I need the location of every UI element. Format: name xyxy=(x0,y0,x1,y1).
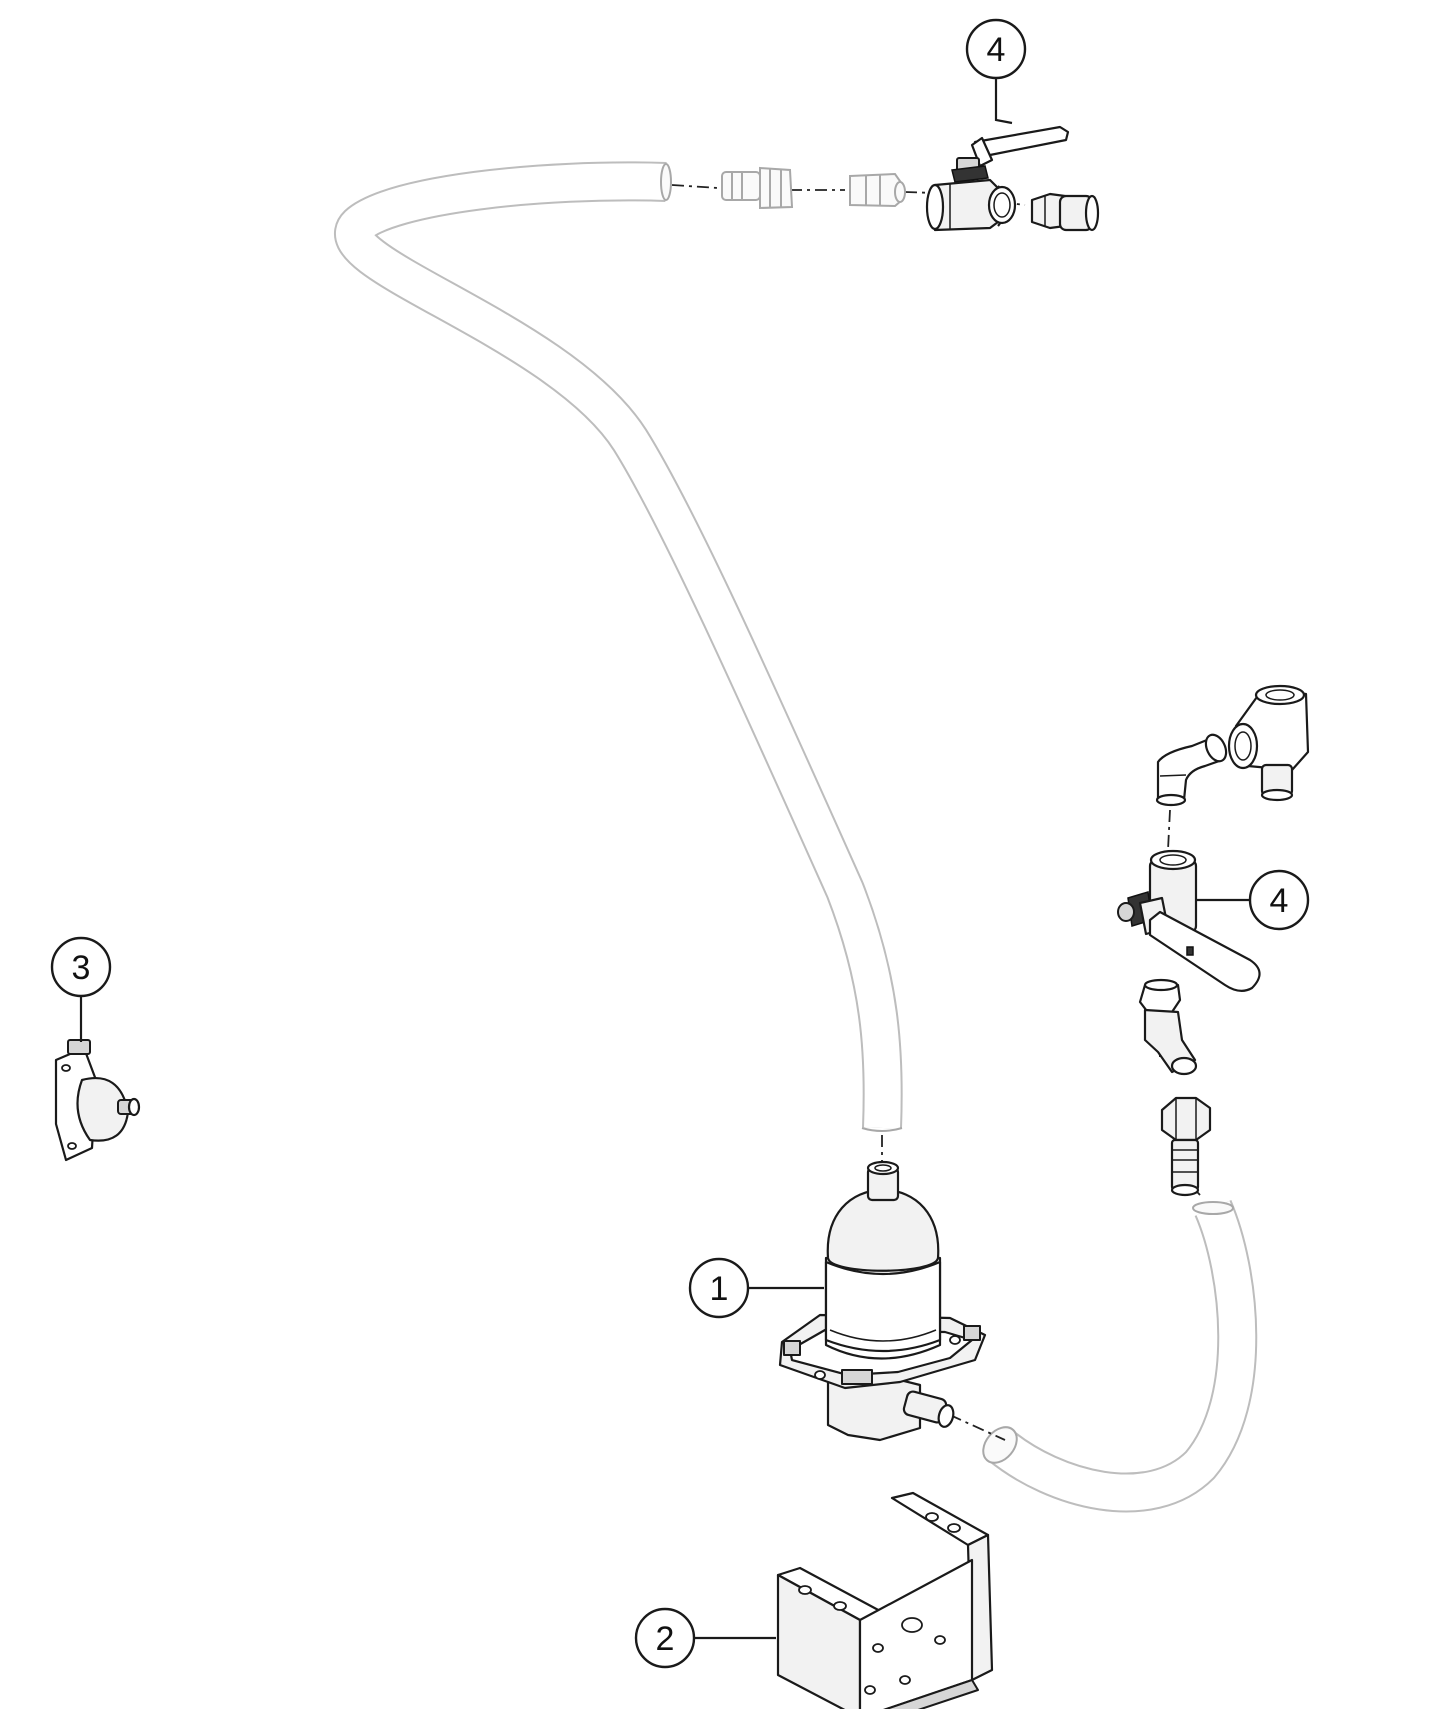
callout-2: 2 xyxy=(634,1607,696,1669)
fuel-filter xyxy=(778,1160,987,1442)
right-tee-fitting xyxy=(1227,684,1310,802)
mounting-bracket xyxy=(776,1491,994,1709)
right-elbow-fitting xyxy=(1155,733,1228,807)
callout-4-right: 4 xyxy=(1248,869,1310,931)
svg-text:4: 4 xyxy=(987,31,1006,69)
callout-4-top: 4 xyxy=(965,18,1027,80)
short-hose xyxy=(982,1200,1258,1513)
right-adapter-fitting xyxy=(1138,978,1198,1076)
callout-1: 1 xyxy=(688,1257,750,1319)
callout-leaders xyxy=(79,78,1250,1640)
long-hose xyxy=(334,161,903,1132)
svg-text:4: 4 xyxy=(1270,882,1289,920)
svg-text:2: 2 xyxy=(656,1620,675,1658)
top-ball-valve xyxy=(925,125,1070,232)
right-ball-valve xyxy=(1117,849,1261,992)
top-hose-barb-fitting xyxy=(721,166,794,210)
svg-text:3: 3 xyxy=(72,949,91,987)
svg-text:1: 1 xyxy=(710,1270,729,1308)
right-hose-barb-fitting xyxy=(1160,1096,1212,1197)
pressure-switch xyxy=(54,1039,141,1162)
top-adapter-fitting xyxy=(849,172,906,208)
callout-3: 3 xyxy=(50,936,112,998)
top-nipple-fitting xyxy=(1030,192,1100,232)
